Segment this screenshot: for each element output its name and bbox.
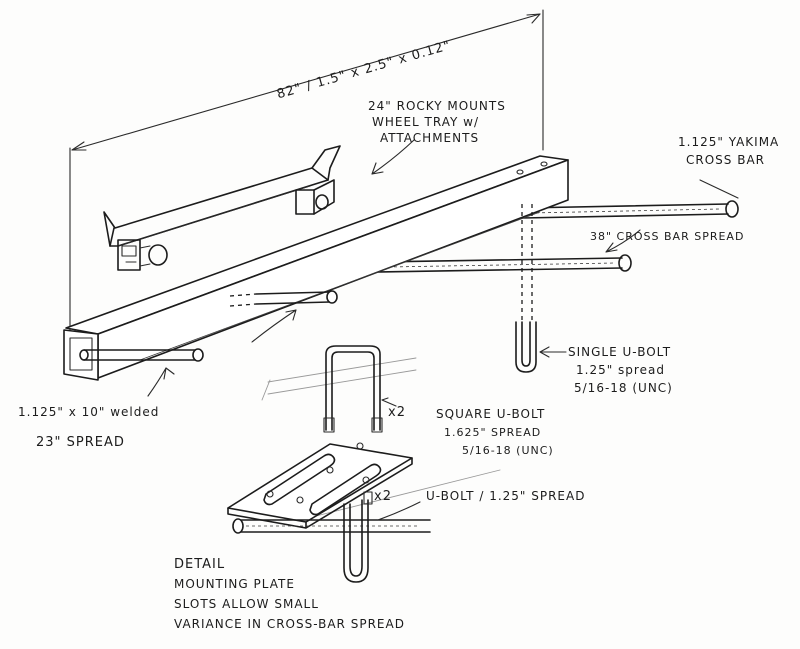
overall-length-dimension <box>69 9 544 331</box>
square-u-bolt <box>323 345 383 433</box>
u-bolt-spread-label: U-BOLT / 1.25" SPREAD <box>426 489 585 503</box>
detail-cross-bar <box>232 518 431 534</box>
yakima-arrow <box>699 179 739 199</box>
front-cross-bar <box>377 254 632 273</box>
welded-rod-label-2: 23" SPREAD <box>36 435 125 450</box>
welded-rod-arrow-1 <box>147 367 175 397</box>
rear-cross-bar <box>521 200 739 219</box>
single-u-bolt-label-2: 1.25" spread <box>576 363 665 377</box>
welded-rod-arrow-2 <box>251 309 297 343</box>
times-two-label-a: x2 <box>388 405 406 420</box>
welded-rod-front <box>79 348 204 362</box>
single-u-bolt <box>515 204 537 373</box>
crossbar-label-2: CROSS BAR <box>686 153 765 167</box>
square-u-bolt-arrow <box>381 397 397 407</box>
detail-label-3: SLOTS ALLOW SMALL <box>174 597 319 611</box>
welded-rod-rear <box>229 290 338 307</box>
times-two-label-b: x2 <box>374 489 392 504</box>
wheel-tray-label-1: 24" ROCKY MOUNTS <box>368 99 506 113</box>
wheel-tray-arrow <box>371 139 415 175</box>
square-u-bolt-label-1: SQUARE U-BOLT <box>436 407 545 421</box>
crossbar-spread-arrow <box>605 229 641 253</box>
main-rail <box>63 155 569 381</box>
crossbar-spread-label: 38" CROSS BAR SPREAD <box>590 230 744 243</box>
mounting-plate <box>227 442 413 529</box>
u-bolt-spread-arrow <box>377 501 421 521</box>
detail-label-4: VARIANCE IN CROSS-BAR SPREAD <box>174 617 405 631</box>
detail-label-1: DETAIL <box>174 557 225 572</box>
detail-u-bolt <box>343 491 373 583</box>
wheel-tray-label-3: ATTACHMENTS <box>380 131 479 145</box>
single-u-bolt-arrow <box>539 346 567 358</box>
square-u-bolt-label-3: 5/16-18 (UNC) <box>462 444 554 457</box>
single-u-bolt-label-3: 5/16-18 (UNC) <box>574 381 673 395</box>
overall-dimension-label: 82" / 1.5" x 2.5" x 0.12" <box>275 38 452 102</box>
crossbar-label-1: 1.125" YAKIMA <box>678 135 779 149</box>
detail-label-2: MOUNTING PLATE <box>174 577 295 591</box>
welded-rod-label-1: 1.125" x 10" welded <box>18 405 159 419</box>
wheel-tray-label-2: WHEEL TRAY w/ <box>372 115 479 129</box>
square-u-bolt-label-2: 1.625" SPREAD <box>444 426 541 439</box>
wheel-tray <box>103 145 341 271</box>
single-u-bolt-label-1: SINGLE U-BOLT <box>568 345 671 359</box>
